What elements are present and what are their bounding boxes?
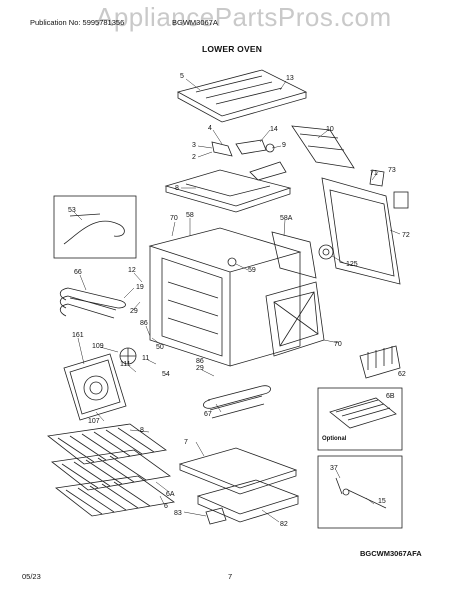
callout-label: 109 [92, 343, 104, 350]
callout-label: 161 [72, 332, 84, 339]
callout-label: 111 [120, 361, 131, 368]
optional-label: Optional [322, 436, 347, 442]
callout-label: 6 [164, 503, 168, 510]
callout-label: 19 [136, 284, 144, 291]
sensor-inset-box [53, 195, 137, 259]
rack-support-part [359, 345, 401, 379]
callout-label: 83 [174, 510, 182, 517]
oven-rack-part [47, 423, 168, 465]
callout-label: 82 [280, 521, 288, 528]
footer-date: 05/23 [22, 572, 41, 581]
page-title: LOWER OVEN [201, 44, 263, 54]
callout-label: 8 [175, 185, 179, 192]
callout-label: 6B [386, 393, 395, 400]
callout-label: 70 [170, 215, 178, 222]
callout-label: 58A [280, 215, 293, 222]
fan-blade-part [119, 347, 137, 365]
callout-label: 9 [282, 142, 286, 149]
callout-label: 67 [204, 411, 212, 418]
callout-label: 37 [330, 465, 338, 472]
side-panel-part [265, 281, 325, 357]
broil-element-part [203, 385, 271, 419]
callout-label: 86 [196, 358, 204, 365]
latch-assembly-part [211, 139, 275, 157]
callout-label: 62 [398, 371, 406, 378]
callout-label: 5 [180, 73, 184, 80]
bake-element-part [59, 287, 126, 319]
callout-label: 53 [68, 207, 76, 214]
callout-label: 58 [186, 212, 194, 219]
watermark: AppliancePartsPros.com [96, 2, 392, 32]
top-panel-part [176, 69, 308, 123]
callout-label: 2 [192, 154, 196, 161]
leader-lines [73, 78, 401, 523]
callout-label: 3 [192, 142, 196, 149]
model-number: BGWM3067A [172, 18, 218, 27]
callout-label: 12 [128, 267, 136, 274]
callout-label: 59 [248, 267, 256, 274]
oven-cavity-part [148, 227, 317, 367]
clip-part [205, 507, 227, 525]
callout-label: 6A [166, 491, 175, 498]
callout-label: 125 [346, 261, 358, 268]
callout-label: 107 [88, 418, 100, 425]
callout-label: 7 [184, 439, 188, 446]
callout-label: 29 [196, 365, 204, 372]
callout-label: 14 [270, 126, 278, 133]
callout-label: 66 [74, 269, 82, 276]
broil-pan-inset-box [317, 387, 403, 451]
callout-label: 86 [140, 320, 148, 327]
callout-label: 10 [326, 126, 334, 133]
oven-rack-part-3 [55, 475, 176, 517]
callout-label: 15 [378, 498, 386, 505]
bottom-panel-part [178, 447, 300, 523]
page-number: 7 [228, 572, 233, 581]
convection-cover-part [63, 353, 127, 421]
callout-label: 71 [370, 170, 378, 177]
callout-label: 70 [334, 341, 342, 348]
diagram-reference: BGCWM3067AFA [360, 549, 422, 558]
publication-number: Publication No: 5995781356 [30, 18, 125, 27]
callout-label: 54 [162, 371, 170, 378]
callout-label: 4 [208, 125, 212, 132]
rear-bracket-part [291, 125, 355, 169]
callout-labels: 5 13 10 4 14 3 9 2 73 71 8 72 53 70 58 5… [68, 73, 410, 528]
callout-label: 72 [402, 232, 410, 239]
callout-label: 11 [142, 355, 149, 362]
callout-label: 50 [156, 344, 164, 351]
oven-rack-part-2 [51, 449, 172, 491]
callout-label: 29 [130, 308, 138, 315]
callout-label: 13 [286, 75, 294, 82]
convection-motor-part [318, 244, 334, 260]
rear-panel-part [321, 169, 409, 285]
callout-label: 73 [388, 167, 396, 174]
upper-element-cover-part [164, 161, 292, 213]
callout-label: 8 [140, 427, 144, 434]
